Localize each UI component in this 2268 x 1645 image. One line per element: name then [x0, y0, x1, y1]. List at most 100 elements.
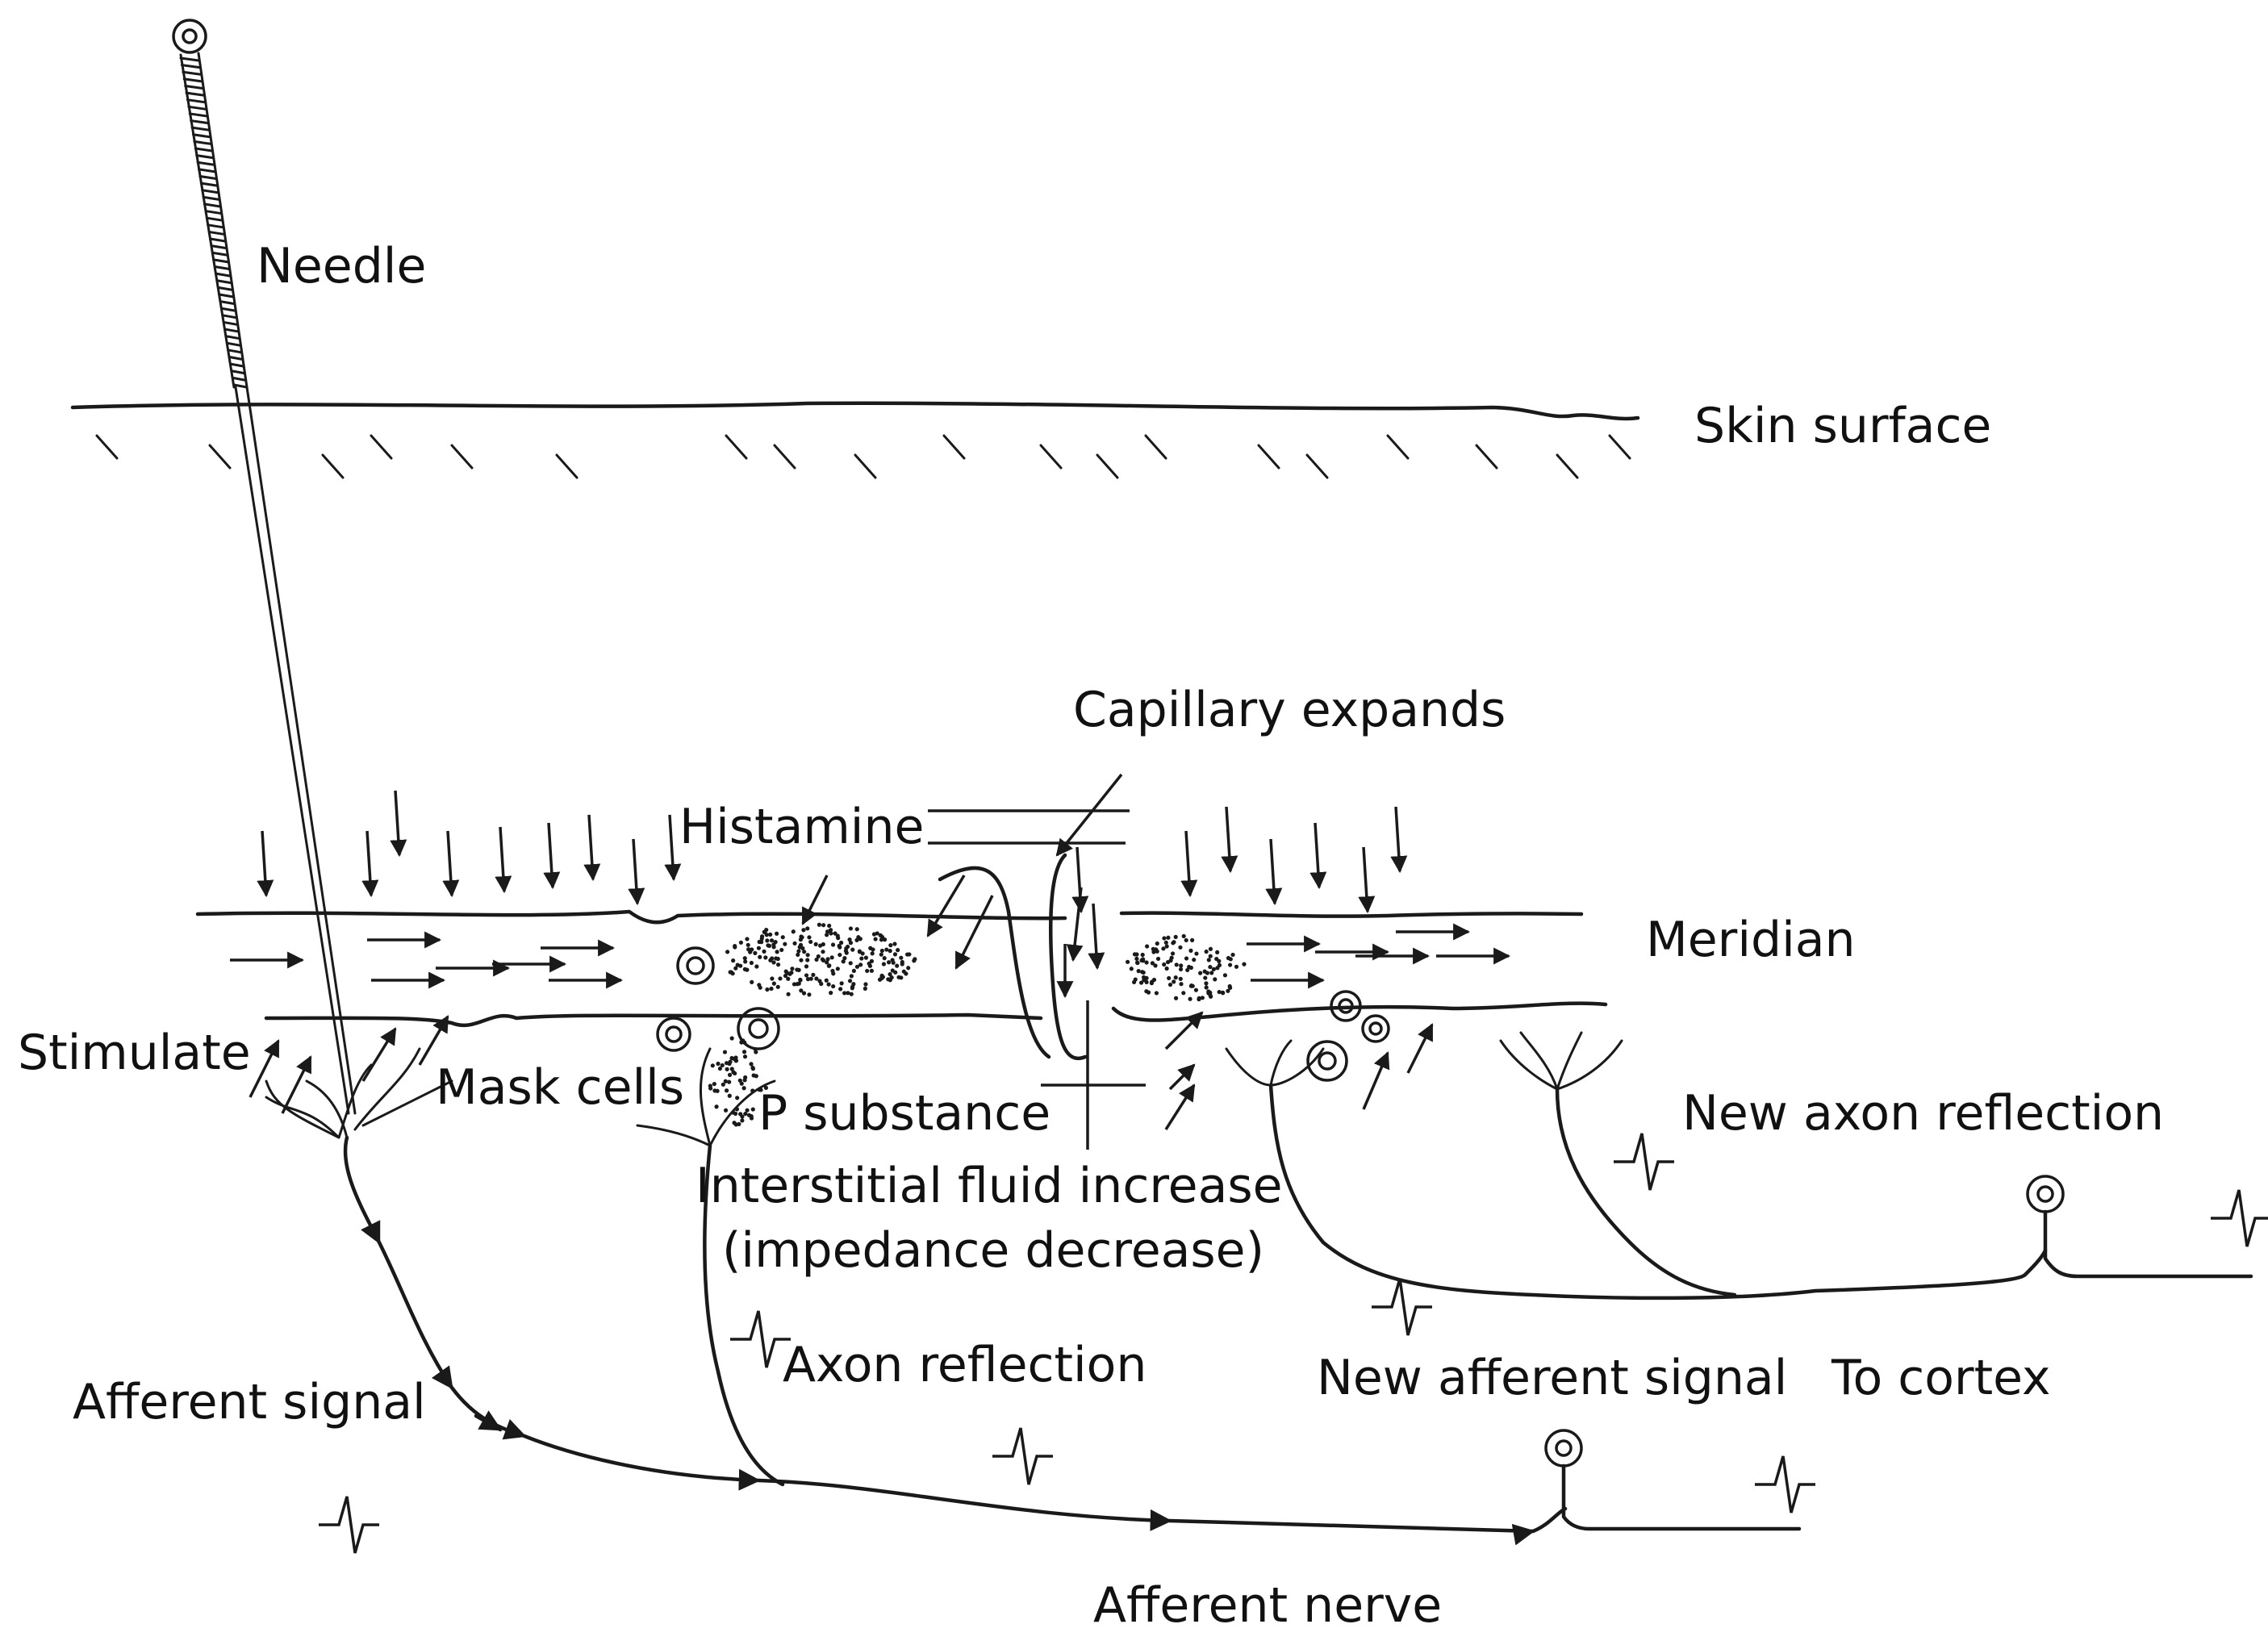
histamine-dot — [896, 975, 901, 979]
histamine-dot — [745, 937, 750, 941]
label-interstitial-fluid: Interstitial fluid increase — [695, 1158, 1283, 1214]
histamine-dot — [1185, 967, 1190, 973]
histamine-dot — [1204, 981, 1209, 986]
nerve-fibers — [343, 1083, 2048, 1546]
histamine-dot — [1184, 937, 1188, 943]
histamine-dot — [1181, 933, 1186, 938]
needle-coil-tick — [205, 216, 223, 222]
label-histamine: Histamine — [679, 799, 924, 855]
histamine-dot — [899, 955, 904, 960]
histamine-dot — [1166, 935, 1171, 940]
p-substance-dot — [749, 1062, 754, 1067]
histamine-dot — [753, 950, 758, 955]
histamine-dot — [839, 940, 844, 946]
histamine-dot — [1209, 994, 1213, 999]
needle-coil-tick — [219, 300, 236, 306]
mask-cell-1 — [676, 946, 715, 985]
p-substance-dot — [720, 1082, 725, 1087]
histamine-dot — [821, 950, 825, 954]
histamine-dot — [1189, 983, 1194, 988]
histamine-dot — [888, 972, 892, 977]
p-substance-dot — [712, 1088, 717, 1093]
pressure-arrow — [361, 830, 379, 898]
label-new-afferent-signal: New afferent signal — [1317, 1350, 1787, 1406]
needle-handle-inner — [182, 28, 198, 44]
histamine-dot — [1138, 980, 1144, 985]
histamine-dot — [799, 934, 804, 939]
histamine-dot — [769, 938, 775, 943]
skin-surface — [70, 401, 1640, 479]
pressure-arrow — [954, 895, 994, 970]
p-substance-dot — [750, 1065, 755, 1071]
histamine-dot — [792, 941, 797, 946]
histamine-dot — [762, 949, 766, 954]
histamine-dot — [904, 952, 910, 957]
histamine-dot — [1198, 971, 1203, 975]
histamine-dot — [775, 962, 781, 967]
histamine-dot — [1209, 971, 1214, 975]
histamine-dot — [1167, 975, 1172, 981]
needle-coil-tick — [207, 230, 226, 236]
ganglion-cortex — [2026, 1175, 2253, 1279]
stimulate-branches — [265, 1047, 453, 1139]
histamine-dot — [829, 931, 833, 936]
histamine-dot — [865, 968, 870, 974]
stimulate-arrow — [1164, 1083, 1196, 1130]
needle-coil-tick — [228, 356, 244, 361]
needle-coil-tick — [187, 105, 207, 111]
histamine-dot — [1151, 977, 1157, 983]
histamine-dot — [808, 976, 813, 981]
skin-hatch-marks — [95, 434, 1631, 479]
needle-coil-tick — [222, 320, 240, 326]
histamine-dot — [824, 978, 829, 983]
needle-coil-tick — [190, 126, 211, 132]
p-substance-dot — [724, 1088, 729, 1093]
skin-hatch-mark — [725, 434, 748, 460]
histamine-dot — [783, 941, 787, 946]
histamine-dot — [769, 986, 774, 992]
histamine-dot — [877, 977, 883, 982]
histamine-dot — [869, 958, 875, 963]
histamine-dot — [1215, 950, 1220, 954]
p-substance-dot — [710, 1063, 715, 1068]
histamine-dot — [890, 968, 895, 973]
label-to-cortex: To cortex — [1831, 1350, 2051, 1406]
mask-cell-5 — [1361, 1014, 1390, 1043]
histamine-dot — [828, 928, 833, 933]
histamine-dot — [846, 991, 850, 996]
histamine-dot — [821, 923, 826, 928]
histamine-dot — [796, 967, 801, 972]
histamine-dot — [743, 959, 748, 964]
stimulate-arrows — [249, 1011, 1434, 1130]
p-substance-dot — [729, 1036, 734, 1041]
p-substance-dot — [727, 1072, 733, 1077]
histamine-dot — [1141, 975, 1147, 979]
histamine-dot — [881, 962, 887, 967]
histamine-dot — [1222, 973, 1228, 978]
histamine-dot — [851, 968, 856, 974]
histamine-dot — [829, 955, 834, 960]
p-substance-dot — [722, 1050, 728, 1054]
histamine-dot — [1172, 979, 1176, 984]
needle-coil-tick — [182, 70, 203, 76]
histamine-dot — [1131, 979, 1137, 985]
histamine-dot — [814, 957, 819, 962]
p-substance-dot — [763, 1085, 769, 1090]
p-substance-dot — [712, 1081, 716, 1087]
skin-hatch-mark — [1386, 434, 1410, 460]
afferent-fiber — [343, 1135, 1568, 1546]
histamine-dot — [854, 964, 860, 969]
needle-coil-tick — [224, 335, 241, 340]
histamine-dot — [771, 942, 776, 947]
histamine-dot — [805, 926, 810, 931]
histamine-dot — [750, 979, 754, 984]
pressure-arrow — [1088, 903, 1105, 971]
histamine-dot — [733, 944, 737, 949]
histamine-dot — [875, 931, 879, 936]
histamine-dot — [1227, 983, 1232, 989]
histamine-dot — [801, 991, 807, 996]
skin-hatch-mark — [1144, 434, 1167, 460]
needle — [172, 19, 357, 1115]
ganglion-cortex-stem — [2043, 1209, 2253, 1279]
histamine-dot — [1190, 937, 1195, 942]
